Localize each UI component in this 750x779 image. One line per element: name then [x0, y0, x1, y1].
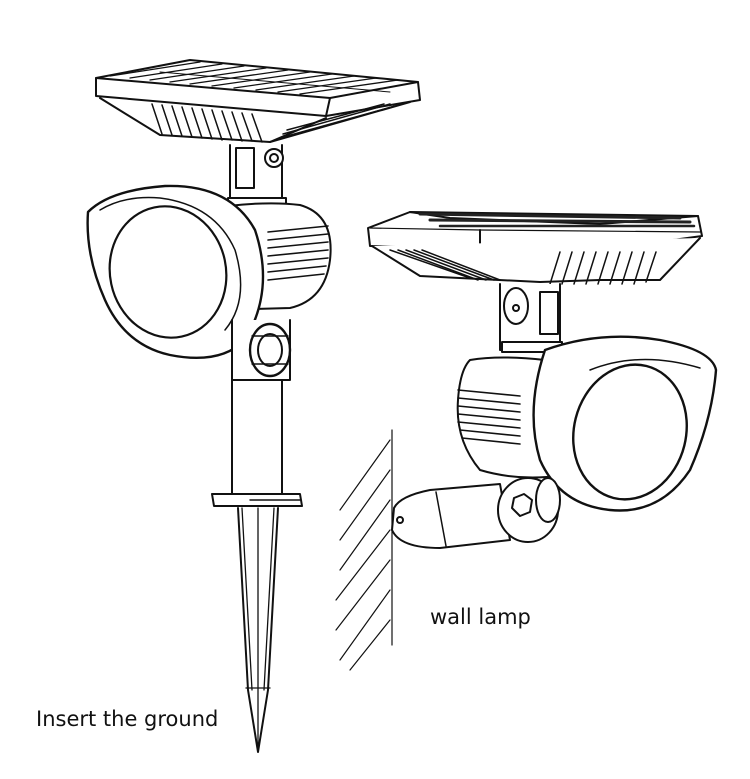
wall-bracket — [391, 477, 561, 549]
ground-spike — [237, 507, 279, 753]
hinge-bracket-left — [227, 144, 287, 209]
solar-panel-right — [367, 211, 703, 285]
adjust-knob-left — [231, 319, 292, 381]
label-insert-ground: Insert the ground — [36, 707, 219, 731]
wall-mounted-lamp — [335, 211, 718, 671]
stake-pole — [211, 379, 303, 507]
solar-panel-left — [95, 59, 421, 143]
label-wall-lamp: wall lamp — [430, 605, 531, 629]
wall-hatch — [335, 429, 393, 671]
ground-stake-lamp — [86, 59, 421, 753]
lamp-head-left — [86, 184, 265, 360]
hinge-bracket-right — [499, 283, 563, 353]
lamp-head-right — [532, 335, 718, 512]
